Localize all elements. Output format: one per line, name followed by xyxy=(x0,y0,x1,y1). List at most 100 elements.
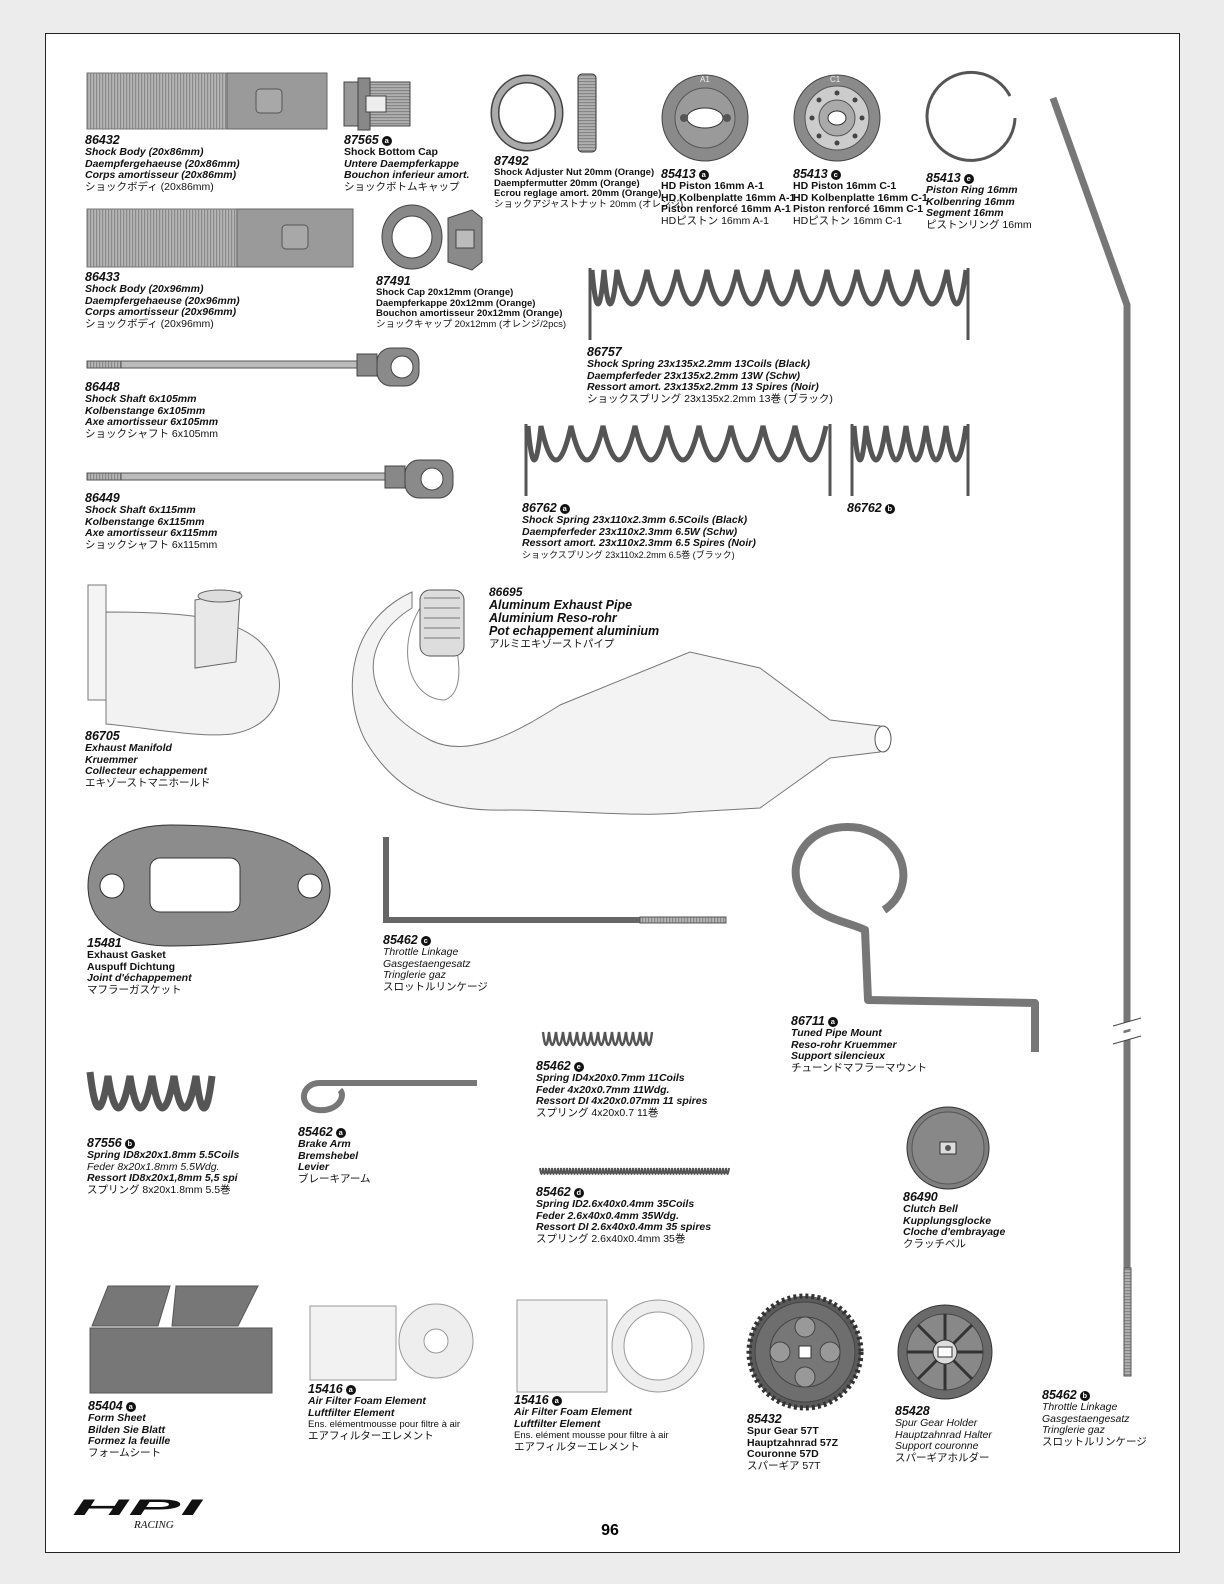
svg-text:C1: C1 xyxy=(830,75,841,84)
part-name-en: Tuned Pipe Mount xyxy=(791,1027,882,1039)
part-name-de: HD Kolbenplatte 16mm C-1 xyxy=(793,191,928,204)
part-name-en: Shock Body (20x86mm) xyxy=(85,146,204,158)
part-name-en: Throttle Linkage xyxy=(383,946,459,958)
part-name-en: Exhaust Gasket xyxy=(87,949,166,961)
part-number: 85462 xyxy=(536,1059,571,1073)
part-name-jp: ショックキャップ 20x12mm (オレンジ/2pcs) xyxy=(376,318,567,330)
part-name-fr: Corps amortisseur (20x96mm) xyxy=(85,306,237,318)
part-name-de: HD Kolbenplatte 16mm A-1 xyxy=(661,191,796,204)
part-name-de: Reso-rohr Kruemmer xyxy=(791,1038,897,1051)
variant-badge: b xyxy=(884,504,895,514)
part-name-en: Air Filter Foam Element xyxy=(308,1395,426,1407)
part-number: 87491 xyxy=(376,274,411,288)
part-name-de: Kolbenstange 6x115mm xyxy=(85,515,205,528)
part-name-de: Hauptzahnrad Halter xyxy=(895,1428,992,1441)
svg-text:HPI: HPI xyxy=(72,1497,205,1520)
part-name-fr: Formez la feuille xyxy=(88,1435,171,1447)
part-name-jp: スロットルリンケージ xyxy=(383,980,488,993)
part-name-jp: HDピストン 16mm A-1 xyxy=(661,214,769,227)
air-filter-foam-b-drawing xyxy=(516,1299,705,1393)
part-name-de: Daempfermutter 20mm (Orange) xyxy=(494,177,640,189)
part-name-de: Luftfilter Element xyxy=(514,1417,601,1430)
part-name-de: Untere Daempferkappe xyxy=(344,157,459,170)
exhaust-gasket-drawing xyxy=(87,824,331,947)
part-label-86433: 86433 Shock Body (20x96mm) Daempfergehae… xyxy=(85,271,240,330)
part-number: 86448 xyxy=(85,380,120,394)
part-name-fr: Ressort DI 2.6x40x0.4mm 35 spires xyxy=(536,1221,712,1233)
part-name-fr: Ressort DI 4x20x0.07mm 11 spires xyxy=(536,1095,708,1107)
variant-badge: d xyxy=(573,1188,584,1198)
part-number: 85413 xyxy=(926,171,961,185)
part-label-86449: 86449 Shock Shaft 6x115mm Kolbenstange 6… xyxy=(85,492,217,551)
part-name-de: Daempferfeder 23x110x2.3mm 6.5W (Schw) xyxy=(522,525,738,538)
spring-8x20-drawing xyxy=(86,1071,216,1112)
part-name-jp: スロットルリンケージ xyxy=(1042,1435,1147,1448)
part-name-fr: Ens. elément mousse pour filtre à air xyxy=(514,1430,669,1441)
part-number: 85404 xyxy=(88,1399,123,1413)
part-name-de: Gasgestaengesatz xyxy=(383,957,471,970)
part-name-fr: Levier xyxy=(298,1161,329,1173)
part-name-jp: ピストンリング 16mm xyxy=(926,218,1032,231)
part-name-fr: Bouchon amortisseur 20x12mm (Orange) xyxy=(376,308,563,319)
shock-spring-86757-drawing xyxy=(588,268,970,340)
exhaust-pipe-fitting xyxy=(419,589,465,657)
part-name-fr: Ens. elémentmousse pour filtre à air xyxy=(308,1419,461,1430)
part-name-fr: Tringlerie gaz xyxy=(383,969,446,981)
throttle-linkage-b-drawing xyxy=(1049,96,1142,1377)
part-name-jp: HDピストン 16mm C-1 xyxy=(793,214,903,227)
part-number: 85413 xyxy=(661,167,696,181)
part-name-de: Kolbenstange 6x105mm xyxy=(85,404,206,417)
variant-badge: a xyxy=(125,1402,136,1412)
part-label-85428: 85428 Spur Gear Holder Hauptzahnrad Halt… xyxy=(895,1405,992,1464)
variant-badge: a xyxy=(335,1128,346,1138)
part-name-jp: アルミエキゾーストパイプ xyxy=(489,638,615,650)
part-name-fr: Support silencieux xyxy=(791,1050,885,1062)
spur-gear-holder-drawing xyxy=(897,1304,993,1400)
part-name-en: Throttle Linkage xyxy=(1042,1401,1118,1413)
part-name-fr: Joint d'échappement xyxy=(87,972,192,984)
part-name-fr: Axe amortisseur 6x105mm xyxy=(85,416,219,428)
part-name-fr: Couronne 57D xyxy=(747,1448,819,1460)
part-name-fr: Collecteur echappement xyxy=(85,765,207,777)
variant-badge: a xyxy=(559,504,570,514)
part-number: 15481 xyxy=(87,936,122,950)
svg-text:RACING: RACING xyxy=(133,1519,174,1531)
part-name-fr: Piston renforcé 16mm C-1 xyxy=(793,203,924,215)
part-number: 85462 xyxy=(383,933,418,947)
part-name-en: Spur Gear Holder xyxy=(895,1417,978,1429)
part-name-fr: Cloche d'embrayage xyxy=(903,1226,1006,1238)
part-name-en: Spring ID2.6x40x0.4mm 35Coils xyxy=(536,1198,695,1210)
part-name-en: Form Sheet xyxy=(88,1412,146,1424)
part-label-87491: 87491 Shock Cap 20x12mm (Orange) Daempfe… xyxy=(376,275,566,330)
hpi-racing-logo: HPI RACING xyxy=(72,1497,205,1531)
part-number: 85462 xyxy=(536,1185,571,1199)
spring-2-6x40-drawing xyxy=(539,1167,730,1175)
part-name-de: Hauptzahnrad 57Z xyxy=(747,1436,839,1449)
part-name-fr: Tringlerie gaz xyxy=(1042,1424,1105,1436)
part-name-en: Air Filter Foam Element xyxy=(514,1406,632,1418)
part-name-jp: ショックスプリング 23x135x2.2mm 13巻 (ブラック) xyxy=(587,392,833,405)
part-name-en: Shock Bottom Cap xyxy=(344,146,438,158)
part-number: 87492 xyxy=(494,154,529,168)
svg-text:A1: A1 xyxy=(700,75,710,84)
part-name-jp: スパーギアホルダー xyxy=(895,1451,990,1464)
part-name-de: Daempferfeder 23x135x2.2mm 13W (Schw) xyxy=(587,369,801,382)
part-name-fr: Corps amortisseur (20x86mm) xyxy=(85,169,237,181)
part-number: 15416 xyxy=(308,1382,343,1396)
part-name-jp: エアフィルターエレメント xyxy=(308,1429,434,1442)
part-number: 86757 xyxy=(587,345,622,359)
part-name-de: Bremshebel xyxy=(298,1149,359,1162)
part-name-en: Shock Spring 23x110x2.3mm 6.5Coils (Blac… xyxy=(522,514,748,526)
part-name-de: Daempfergehaeuse (20x86mm) xyxy=(85,157,240,170)
part-name-jp: ショックシャフト 6x105mm xyxy=(85,427,219,440)
shock-shaft-105-drawing xyxy=(86,347,420,387)
part-name-de: Kupplungsglocke xyxy=(903,1214,992,1227)
shock-spring-86762b-drawing xyxy=(850,424,970,496)
